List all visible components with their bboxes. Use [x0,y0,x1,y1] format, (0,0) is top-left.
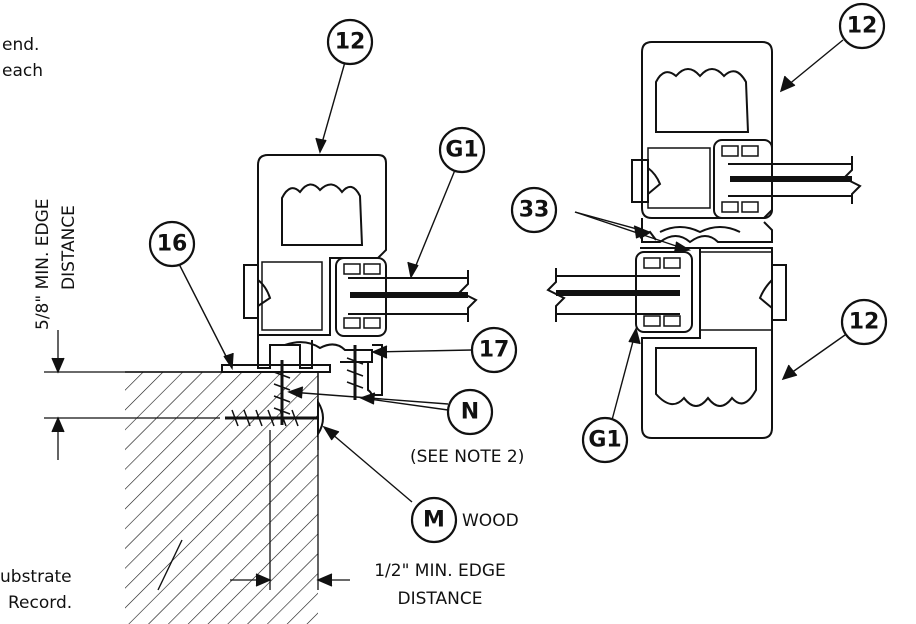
vertical-edge-dimension [44,330,240,460]
top-left-note-line1: end. [2,35,39,55]
left-frame-profile [221,154,387,373]
wood-substrate [125,371,319,624]
vertical-dimension-line1: 5/8" MIN. EDGE [33,198,53,330]
right-bottom-frame-profile [635,247,787,439]
right-top-frame-profile [631,41,773,219]
horizontal-edge-dimension [230,430,350,590]
callout-circles [148,2,888,544]
callout-17: 17 [479,338,510,363]
callout-12-left: 12 [335,30,366,55]
callout-33: 33 [519,198,550,223]
horizontal-dimension-line1: 1/2" MIN. EDGE [374,561,506,581]
wood-screw-m [225,398,324,438]
vertical-dimension-line2: DISTANCE [59,205,79,290]
callout-12-bottom-right: 12 [849,310,880,335]
callout-g1-left: G1 [445,138,478,163]
horizontal-dimension-line2: DISTANCE [398,589,483,609]
callout-m: M [423,508,445,533]
bottom-left-note-line2: Record. [8,593,72,613]
bottom-left-note-line1: ubstrate [0,567,72,587]
callout-n: N [461,400,479,425]
callout-16: 16 [157,232,188,257]
screw-n-right [346,345,364,400]
callout-g1-right: G1 [588,428,621,453]
see-note-label: (SEE NOTE 2) [410,447,524,467]
leader-lines [157,39,846,591]
right-top-glass-panel [728,156,862,204]
top-left-note-line2: each [2,61,43,81]
meeting-interlock [639,218,773,244]
callout-12-top-right: 12 [847,14,878,39]
left-glass-panel [348,270,478,322]
wood-label: WOOD [462,511,519,531]
right-bottom-glass-panel [546,268,680,322]
